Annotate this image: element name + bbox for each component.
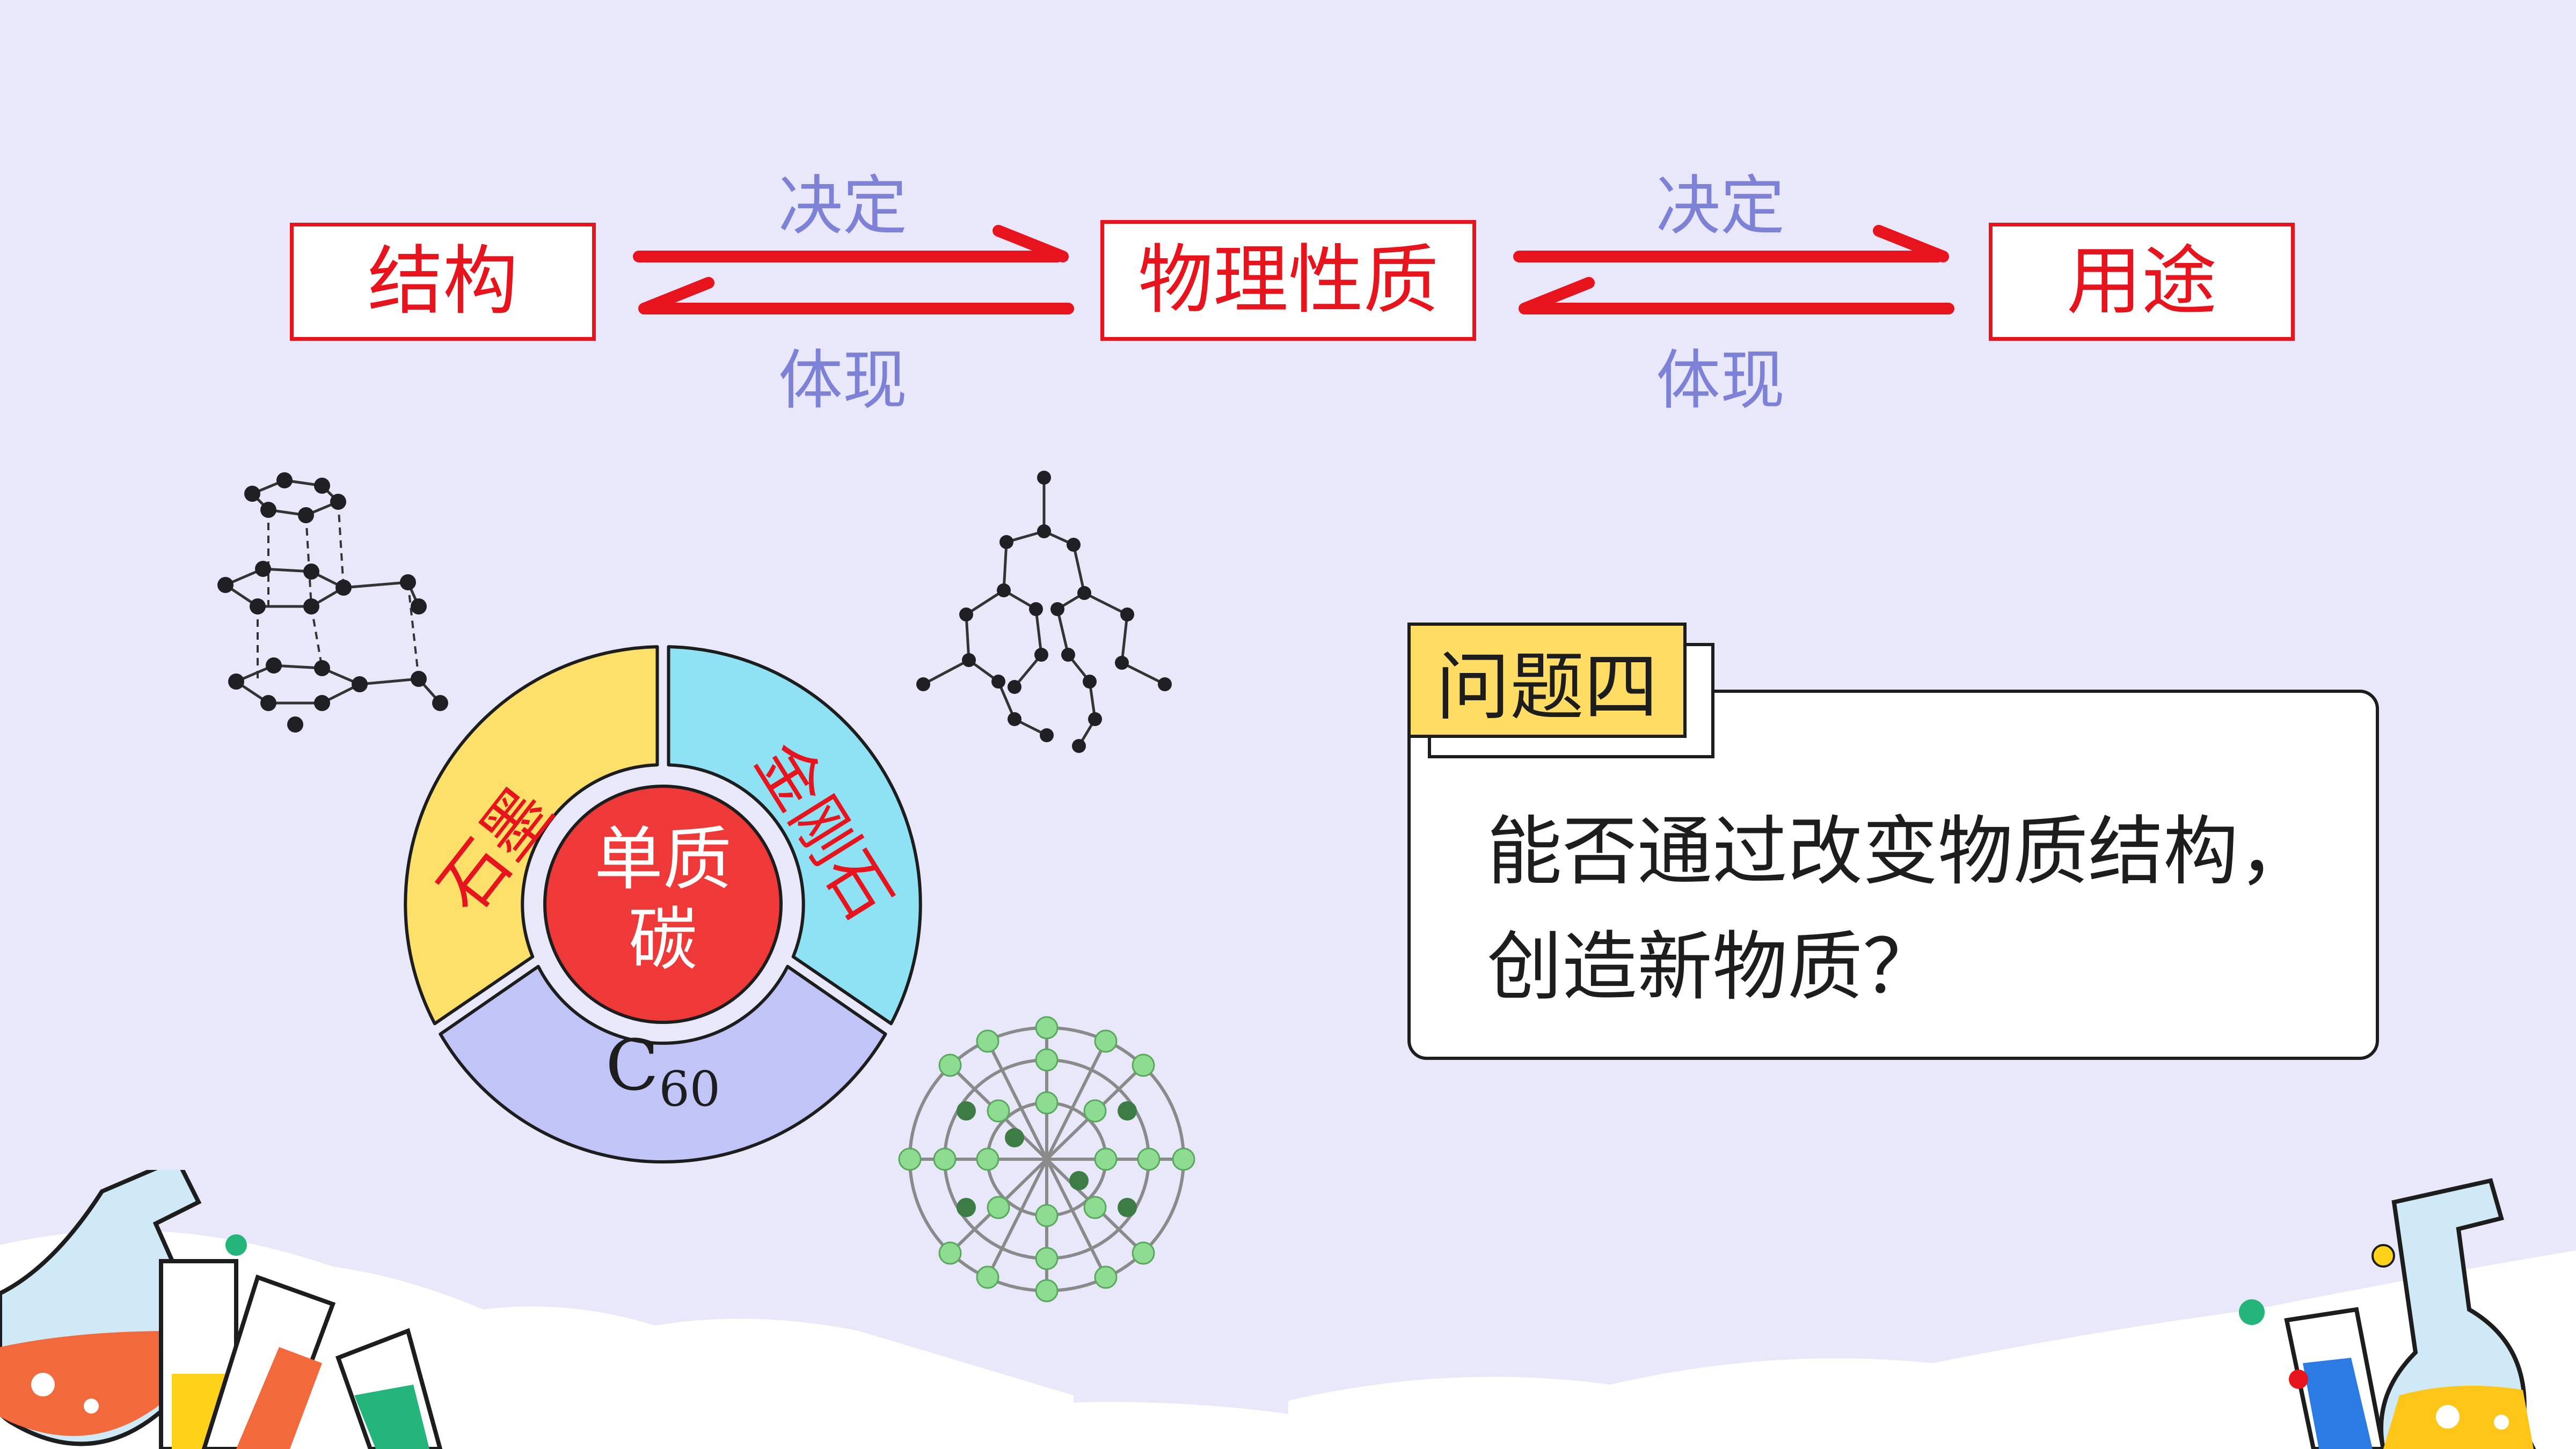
bubble-green-right bbox=[2239, 1299, 2265, 1325]
cloud-middle bbox=[483, 1402, 1771, 1449]
center-label-line1: 单质 bbox=[594, 819, 732, 899]
diamond-structure-image bbox=[916, 471, 1172, 753]
graphite-segment bbox=[404, 645, 659, 1026]
arrow-property-to-structure bbox=[638, 277, 1074, 314]
cloud-right bbox=[1288, 1250, 2576, 1449]
diamond-segment bbox=[667, 645, 922, 1026]
structure-label: 结构 bbox=[367, 238, 518, 325]
arrow-property-to-usage bbox=[1513, 225, 1949, 262]
bubble-green-left bbox=[225, 1234, 247, 1256]
decides-label-right: 决定 bbox=[1656, 169, 1785, 244]
physical-properties-label: 物理性质 bbox=[1137, 236, 1439, 324]
structure-box: 结构 bbox=[290, 223, 596, 341]
left-flask-icon bbox=[0, 1170, 202, 1446]
decides-label-left: 决定 bbox=[778, 169, 907, 244]
right-flask-icon bbox=[2379, 1178, 2536, 1449]
usage-label: 用途 bbox=[2066, 238, 2217, 325]
embodies-label-right: 体现 bbox=[1656, 343, 1785, 418]
physical-properties-box: 物理性质 bbox=[1100, 220, 1476, 341]
c60-label: C60 bbox=[605, 1024, 720, 1117]
arrow-usage-to-property bbox=[1519, 277, 1954, 314]
question-text: 能否通过改变物质结构， 创造新物质？ bbox=[1487, 794, 2367, 1025]
question-tag: 问题四 bbox=[1407, 623, 1687, 738]
c60-label-subscript: 60 bbox=[659, 1061, 720, 1117]
question-line-2: 创造新物质？ bbox=[1487, 924, 1938, 1011]
question-tag-label: 问题四 bbox=[1435, 643, 1658, 730]
carbon-allotrope-wheel: 单质 碳 石墨 金刚石 C60 bbox=[404, 645, 922, 1163]
right-test-tube-blue-icon bbox=[2284, 1307, 2386, 1449]
embodies-label-left: 体现 bbox=[778, 343, 907, 418]
c60-structure-image bbox=[898, 1016, 1195, 1302]
usage-box: 用途 bbox=[1989, 223, 2295, 341]
c60-label-base: C bbox=[605, 1024, 659, 1106]
flow-arrows bbox=[633, 225, 1954, 314]
left-test-tube-green-icon bbox=[335, 1328, 443, 1449]
center-label-line2: 碳 bbox=[629, 900, 697, 980]
graphite-structure-image bbox=[217, 472, 448, 733]
question-line-1: 能否通过改变物质结构， bbox=[1487, 808, 2314, 896]
c60-segment bbox=[439, 964, 887, 1163]
left-test-tube-orange-icon bbox=[201, 1274, 336, 1449]
bubble-red-right bbox=[2289, 1370, 2308, 1389]
arrow-structure-to-property bbox=[633, 225, 1069, 262]
lab-decoration-bottom bbox=[0, 1170, 2576, 1449]
elemental-carbon-circle bbox=[543, 785, 783, 1024]
bubble-yellow-right bbox=[2371, 1244, 2395, 1268]
